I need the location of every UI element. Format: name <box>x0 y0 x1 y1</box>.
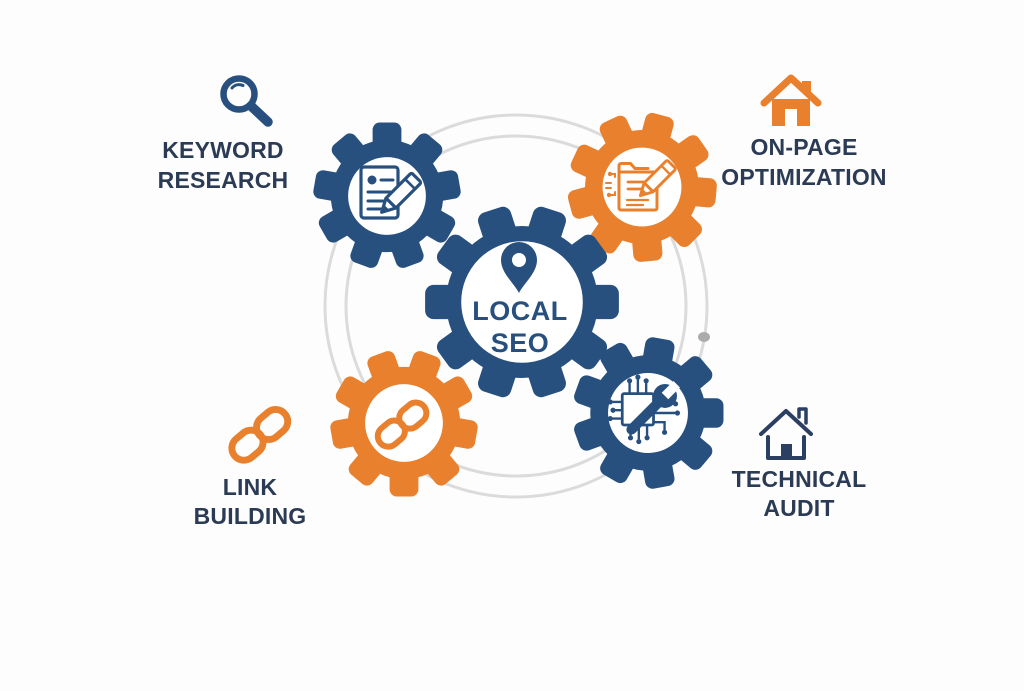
center-label-line1: LOCAL <box>472 296 567 326</box>
gear-local-seo: LOCAL SEO <box>425 205 619 400</box>
magnifier-icon <box>220 75 273 127</box>
label-link-building-line2: BUILDING <box>194 503 307 529</box>
label-link-building-line1: LINK <box>223 474 278 500</box>
location-pin-icon <box>501 242 537 293</box>
house-outline-icon <box>759 407 813 460</box>
inner-orbit-circle <box>344 134 688 478</box>
label-keyword-research-line2: RESEARCH <box>158 167 289 193</box>
folder-pencil-icon <box>605 158 678 212</box>
label-technical-audit-line1: TECHNICAL <box>732 466 867 492</box>
house-icon <box>760 74 822 126</box>
wrench-circuit-icon <box>607 374 681 445</box>
gear-link-building <box>308 328 499 518</box>
gear-hub <box>461 241 583 363</box>
label-on-page-optimization-line2: OPTIMIZATION <box>721 164 887 190</box>
label-on-page-optimization-line1: ON-PAGE <box>750 134 857 160</box>
outer-orbit-circle <box>323 113 709 499</box>
gear-technical-audit <box>559 325 737 501</box>
label-keyword-research-line1: KEYWORD <box>162 137 284 163</box>
center-label-line2: SEO <box>491 328 550 358</box>
gear-keyword-research <box>312 123 462 270</box>
gear-on-page-optimization <box>549 95 734 279</box>
document-pencil-icon <box>359 165 423 220</box>
label-technical-audit-line2: AUDIT <box>763 495 834 521</box>
orbit-dot <box>698 332 710 342</box>
